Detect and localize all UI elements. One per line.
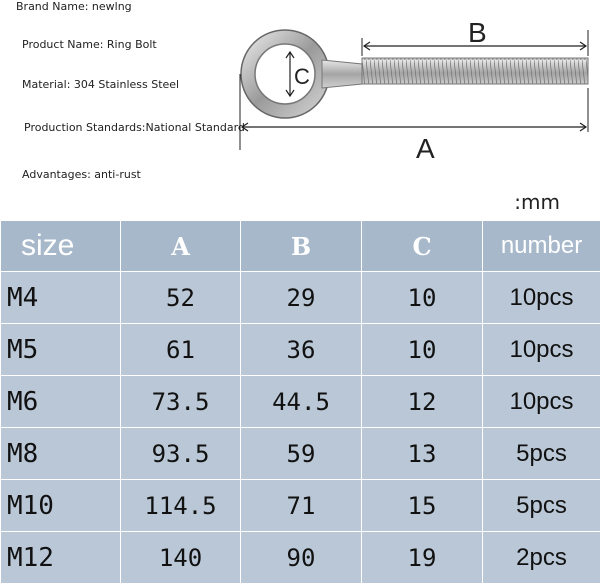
cell-size: M4 xyxy=(1,272,121,324)
cell-a: 52 xyxy=(121,272,241,324)
cell-size: M12 xyxy=(1,532,121,584)
spec-table: size A B C number M4 52 29 10 10pcs M5 6… xyxy=(0,220,600,584)
cell-b: 36 xyxy=(241,324,362,376)
cell-c: 12 xyxy=(362,376,483,428)
cell-a: 61 xyxy=(121,324,241,376)
cell-size: M6 xyxy=(1,376,121,428)
cell-b: 44.5 xyxy=(241,376,362,428)
cell-c: 15 xyxy=(362,480,483,532)
header-number: number xyxy=(483,221,600,272)
cell-number: 2pcs xyxy=(483,532,600,584)
ring-bolt-diagram: C B A xyxy=(230,8,600,178)
cell-size: M8 xyxy=(1,428,121,480)
table-row: M10 114.5 71 15 5pcs xyxy=(1,480,600,532)
header-row: size A B C number xyxy=(1,221,600,272)
cell-b: 90 xyxy=(241,532,362,584)
cell-number: 10pcs xyxy=(483,272,600,324)
dimension-c-label: C xyxy=(294,64,310,89)
advantages: Advantages: anti-rust xyxy=(22,168,141,181)
cell-number: 10pcs xyxy=(483,324,600,376)
dimension-a-label: A xyxy=(416,133,435,164)
cell-b: 29 xyxy=(241,272,362,324)
dimension-b-label: B xyxy=(468,17,487,48)
table-row: M5 61 36 10 10pcs xyxy=(1,324,600,376)
cell-c: 10 xyxy=(362,272,483,324)
cell-a: 73.5 xyxy=(121,376,241,428)
table-row: M4 52 29 10 10pcs xyxy=(1,272,600,324)
header-c: C xyxy=(362,221,483,272)
header-a: A xyxy=(121,221,241,272)
cell-a: 93.5 xyxy=(121,428,241,480)
cell-size: M5 xyxy=(1,324,121,376)
cell-c: 10 xyxy=(362,324,483,376)
cell-b: 71 xyxy=(241,480,362,532)
header-b: B xyxy=(241,221,362,272)
cell-number: 10pcs xyxy=(483,376,600,428)
cell-b: 59 xyxy=(241,428,362,480)
table-row: M12 140 90 19 2pcs xyxy=(1,532,600,584)
production-standards: Production Standards:National Standard xyxy=(24,121,245,134)
material: Material: 304 Stainless Steel xyxy=(22,78,179,91)
cell-a: 140 xyxy=(121,532,241,584)
cell-size: M10 xyxy=(1,480,121,532)
cell-a: 114.5 xyxy=(121,480,241,532)
cell-number: 5pcs xyxy=(483,428,600,480)
cell-number: 5pcs xyxy=(483,480,600,532)
product-name: Product Name: Ring Bolt xyxy=(22,38,157,51)
brand-name: Brand Name: newlng xyxy=(16,0,132,13)
header-size: size xyxy=(1,221,121,272)
unit-label: :mm xyxy=(514,190,560,214)
table-row: M6 73.5 44.5 12 10pcs xyxy=(1,376,600,428)
cell-c: 13 xyxy=(362,428,483,480)
table-row: M8 93.5 59 13 5pcs xyxy=(1,428,600,480)
cell-c: 19 xyxy=(362,532,483,584)
